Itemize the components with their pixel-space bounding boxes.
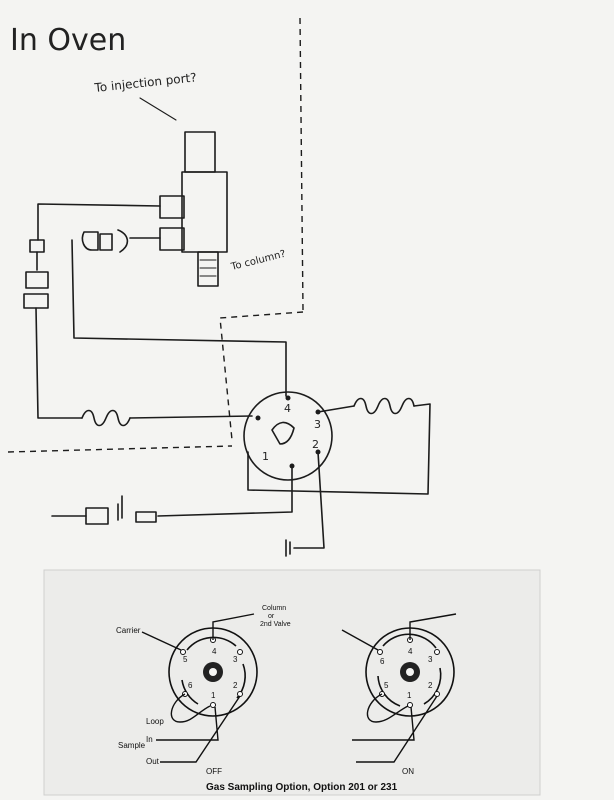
- oven-boundary-vertical: [299, 17, 304, 311]
- inline-fitting: [81, 229, 161, 253]
- sample-loop-coil-left: [81, 409, 131, 427]
- off-port-4: 4: [212, 647, 217, 656]
- note-injection-port: To injection port?: [93, 70, 197, 95]
- on-port-2: 2: [428, 681, 433, 690]
- label-on: ON: [402, 767, 414, 776]
- off-port-1: 1: [211, 691, 216, 700]
- line-right-loop: [247, 403, 431, 495]
- printed-figure-panel: [43, 569, 541, 796]
- off-port-5: 5: [183, 655, 188, 664]
- off-port-2: 2: [233, 681, 238, 690]
- label-column-line3: 2nd Valve: [260, 621, 291, 628]
- on-port-1: 1: [407, 691, 412, 700]
- label-out: Out: [146, 757, 160, 766]
- label-column: Column or 2nd Valve: [260, 605, 291, 628]
- line-top-left: [37, 203, 161, 241]
- sketch-valve: 4 3 2 1: [243, 391, 333, 481]
- on-port-4: 4: [408, 647, 413, 656]
- sketch-port-4: 4: [284, 402, 291, 415]
- on-port-5: 5: [384, 681, 389, 690]
- label-carrier: Carrier: [116, 626, 141, 635]
- line-to-valve: [71, 239, 287, 397]
- injection-block: [159, 131, 228, 287]
- label-sample: Sample: [118, 741, 146, 750]
- line-vent: [293, 451, 325, 549]
- label-off: OFF: [206, 767, 222, 776]
- figure-caption: Gas Sampling Option, Option 201 or 231: [206, 782, 398, 793]
- regulator: [85, 507, 109, 525]
- oven-boundary-bottom: [7, 445, 233, 453]
- on-port-3: 3: [428, 655, 433, 664]
- valve-off-diagram: 5 4 3 2 1 6: [141, 613, 258, 763]
- fitting-box-1: [25, 271, 49, 289]
- note-arrow: [139, 97, 177, 121]
- line-to-regulator: [157, 465, 293, 517]
- off-port-3: 3: [233, 655, 238, 664]
- label-column-line2: or: [268, 613, 275, 620]
- fitting-rect: [135, 511, 157, 523]
- fitting-small: [29, 239, 45, 253]
- off-port-6: 6: [188, 681, 193, 690]
- sketch-title: In Oven: [10, 23, 126, 58]
- sketch-port-3: 3: [314, 418, 321, 431]
- oven-boundary-lower: [219, 311, 304, 441]
- label-column-line1: Column: [262, 605, 286, 612]
- note-column: To column?: [229, 249, 287, 273]
- on-port-6: 6: [380, 657, 385, 666]
- label-in: In: [146, 735, 153, 744]
- line-left-down: [35, 307, 83, 419]
- sketch-port-2: 2: [312, 438, 319, 451]
- fitting-box-2: [23, 293, 49, 309]
- sample-loop-coil-right: [353, 397, 415, 415]
- sketch-port-1: 1: [262, 450, 269, 463]
- valve-on-diagram: 6 4 3 2 1 5: [341, 613, 457, 763]
- label-loop: Loop: [146, 717, 164, 726]
